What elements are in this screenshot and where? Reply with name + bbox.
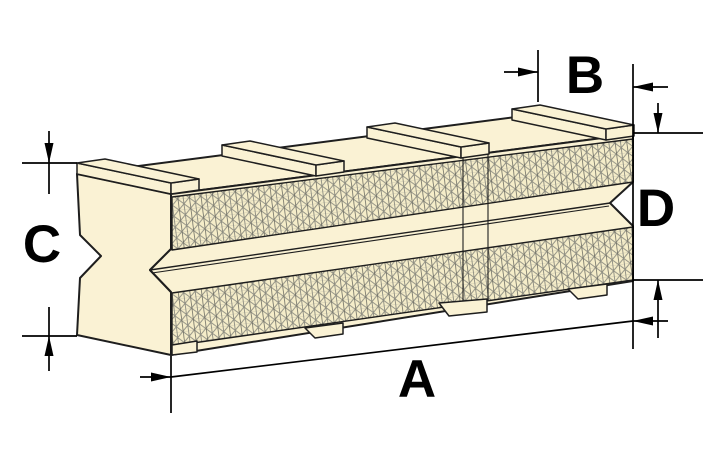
dimension-c: C [22,131,77,371]
mounting-tab-3 [438,298,488,317]
dimension-label-d: D [637,179,675,238]
mounting-tab-1 [171,340,198,356]
mounting-tabs [171,283,608,356]
dimension-label-c: C [23,215,61,274]
arrow-up-icon [44,336,54,356]
v-groove [149,181,634,293]
rail-top-face [221,140,345,166]
dimension-line [170,320,634,378]
dimension-label-b: B [566,46,604,105]
top-rail-3 [366,122,490,159]
dimension-a: A [140,316,668,413]
arrow-down-icon [653,113,663,133]
insert-seam-lines [462,154,489,305]
dimension-d: D [633,103,703,338]
v-groove-right-notch-edge [609,181,634,227]
mounting-tab-2 [304,322,344,339]
v-groove-left-notch-edge [149,248,172,293]
arrow-left-icon [633,82,653,92]
arrow-right-icon [151,372,171,382]
rail-top-face [511,104,635,130]
dimension-b: B [504,46,668,349]
jaw-pad-illustration [76,104,635,356]
top-rail-1 [76,158,200,195]
rail-top-face [76,158,200,184]
arrow-down-icon [44,143,54,163]
v-groove-root-line-2 [151,205,610,274]
top-rail-2 [221,140,345,177]
v-groove-root-line [149,202,611,271]
mounting-tab-4 [567,283,608,300]
top-rail-4 [511,104,635,141]
rail-top-face [366,122,490,148]
arrow-left-icon [633,316,653,326]
arrow-right-icon [518,67,538,77]
arrow-up-icon [653,280,663,300]
dimension-label-a: A [398,350,436,409]
